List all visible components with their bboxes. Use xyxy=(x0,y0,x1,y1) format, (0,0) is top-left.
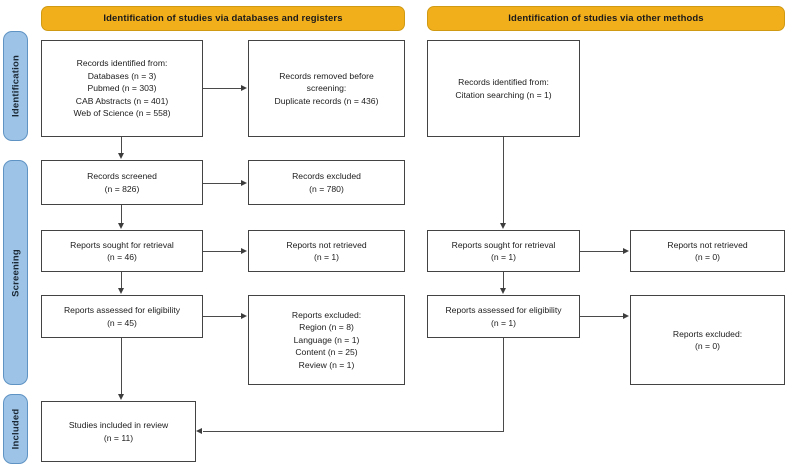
box-records-screened: Records screened (n = 826) xyxy=(41,160,203,205)
box-records-screened-text: Records screened (n = 826) xyxy=(87,171,157,194)
box-reports-assessed-databases: Reports assessed for eligibility (n = 45… xyxy=(41,295,203,338)
connector-sought-to-assessed-other xyxy=(503,272,505,288)
stage-rail-included-label: Included xyxy=(10,408,21,450)
arrowhead-identified-to-screened xyxy=(117,153,124,159)
connector-sought-to-not-retrieved-other xyxy=(580,251,624,253)
section-header-other-methods: Identification of studies via other meth… xyxy=(427,6,785,31)
box-records-removed-before-screening-text: Records removed before screening: Duplic… xyxy=(274,70,379,106)
box-reports-sought-databases: Reports sought for retrieval (n = 46) xyxy=(41,230,203,272)
box-reports-excluded-other: Reports excluded: (n = 0) xyxy=(630,295,785,385)
stage-rail-identification-label: Identification xyxy=(10,55,21,117)
box-records-removed-before-screening: Records removed before screening: Duplic… xyxy=(248,40,405,137)
arrowhead-screened-to-sought xyxy=(117,223,124,229)
box-reports-sought-databases-text: Reports sought for retrieval (n = 46) xyxy=(70,239,174,262)
arrowhead-sought-to-not-retrieved-other xyxy=(623,247,629,254)
box-records-identified-other-methods-text: Records identified from: Citation search… xyxy=(455,77,552,100)
section-header-databases: Identification of studies via databases … xyxy=(41,6,405,31)
box-records-excluded: Records excluded (n = 780) xyxy=(248,160,405,205)
box-records-excluded-text: Records excluded (n = 780) xyxy=(292,171,361,194)
connector-assessed-to-excluded-other xyxy=(580,316,624,318)
box-reports-assessed-other: Reports assessed for eligibility (n = 1) xyxy=(427,295,580,338)
arrowhead-other-identified-to-sought xyxy=(499,223,506,229)
connector-sought-to-not-retrieved-db xyxy=(203,251,242,253)
box-reports-not-retrieved-other: Reports not retrieved (n = 0) xyxy=(630,230,785,272)
box-studies-included-in-review-text: Studies included in review (n = 11) xyxy=(68,420,169,443)
arrowhead-assessed-to-excluded-other xyxy=(623,312,629,319)
connector-other-identified-to-sought xyxy=(503,137,505,224)
stage-rail-screening: Screening xyxy=(3,160,28,385)
connector-sought-to-assessed-db xyxy=(121,272,123,288)
arrowhead-assessed-to-included-db xyxy=(117,394,124,400)
box-reports-not-retrieved-databases: Reports not retrieved (n = 1) xyxy=(248,230,405,272)
arrowhead-screened-to-excluded xyxy=(241,179,247,186)
connector-assessed-to-included-db xyxy=(121,338,123,394)
arrowhead-sought-to-assessed-db xyxy=(117,288,124,294)
box-reports-sought-other: Reports sought for retrieval (n = 1) xyxy=(427,230,580,272)
box-studies-included-in-review: Studies included in review (n = 11) xyxy=(41,401,196,462)
connector-assessed-other-to-included-horizontal xyxy=(203,431,504,433)
box-reports-assessed-other-text: Reports assessed for eligibility (n = 1) xyxy=(445,305,562,328)
box-reports-not-retrieved-databases-text: Reports not retrieved (n = 1) xyxy=(286,239,367,262)
section-header-databases-label: Identification of studies via databases … xyxy=(103,13,343,24)
box-reports-excluded-databases: Reports excluded: Region (n = 8) Languag… xyxy=(248,295,405,385)
box-records-identified-other-methods: Records identified from: Citation search… xyxy=(427,40,580,137)
arrowhead-identified-to-removed xyxy=(241,84,247,91)
section-header-other-methods-label: Identification of studies via other meth… xyxy=(508,13,704,24)
stage-rail-identification: Identification xyxy=(3,31,28,141)
arrowhead-sought-to-not-retrieved-db xyxy=(241,247,247,254)
box-records-identified-databases: Records identified from: Databases (n = … xyxy=(41,40,203,137)
connector-assessed-to-excluded-db xyxy=(203,316,242,318)
box-reports-excluded-databases-text: Reports excluded: Region (n = 8) Languag… xyxy=(291,309,362,370)
box-records-identified-databases-text: Records identified from: Databases (n = … xyxy=(73,58,171,119)
arrowhead-assessed-to-excluded-db xyxy=(241,312,247,319)
stage-rail-included: Included xyxy=(3,394,28,464)
box-reports-not-retrieved-other-text: Reports not retrieved (n = 0) xyxy=(667,239,748,262)
connector-screened-to-excluded xyxy=(203,183,242,185)
box-reports-sought-other-text: Reports sought for retrieval (n = 1) xyxy=(451,239,556,262)
box-reports-assessed-databases-text: Reports assessed for eligibility (n = 45… xyxy=(63,305,181,328)
connector-assessed-other-to-included-vertical xyxy=(503,338,505,432)
arrowhead-assessed-other-to-included xyxy=(196,427,202,434)
box-reports-excluded-other-text: Reports excluded: (n = 0) xyxy=(672,328,743,351)
stage-rail-screening-label: Screening xyxy=(10,248,21,297)
connector-screened-to-sought xyxy=(121,205,123,223)
connector-identified-to-removed xyxy=(203,88,242,90)
arrowhead-sought-to-assessed-other xyxy=(499,288,506,294)
connector-identified-to-screened xyxy=(121,137,123,154)
